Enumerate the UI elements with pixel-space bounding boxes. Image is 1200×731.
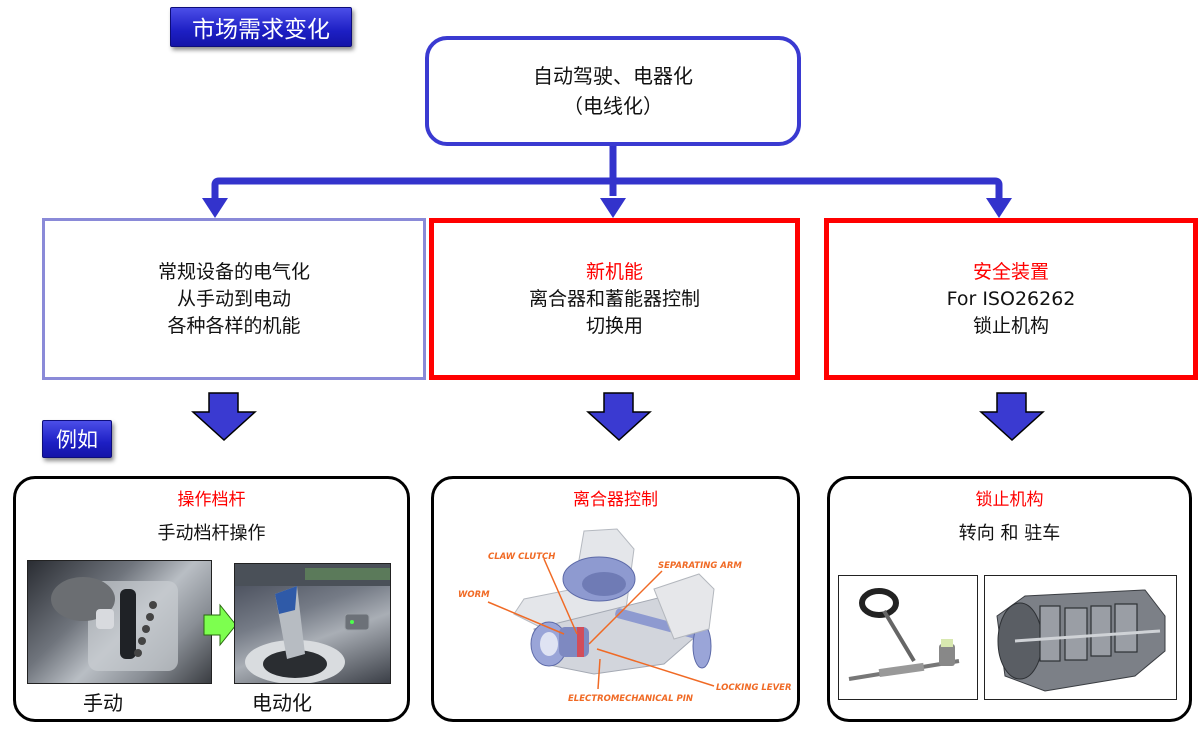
callout-electromechanical-pin: ELECTROMECHANICAL PIN xyxy=(568,694,693,704)
example-shift-lever: 操作档杆 手动档杆操作 手动 电动化 xyxy=(13,476,410,722)
example-title: 离合器控制 xyxy=(573,490,658,510)
manual-caption: 手动 xyxy=(83,691,123,715)
top-box-line2: （电线化） xyxy=(563,94,663,118)
category-line: For ISO26262 xyxy=(946,287,1076,310)
category-line: 锁止机构 xyxy=(972,314,1049,337)
transmission-illustration xyxy=(996,589,1166,692)
category-heading: 新机能 xyxy=(585,260,643,283)
category-line: 常规设备的电气化 xyxy=(157,260,310,283)
callout-locking-lever: LOCKING LEVER xyxy=(716,683,792,693)
callout-separating-arm: SEPARATING ARM xyxy=(658,561,742,571)
category-line: 切换用 xyxy=(585,314,643,337)
category-heading: 安全装置 xyxy=(972,260,1049,283)
top-box-autonomous-electrification: 自动驾驶、电器化 （电线化） xyxy=(425,36,801,146)
category-safety-device: 安全装置 For ISO26262 锁止机构 xyxy=(824,218,1198,380)
block-arrow-down-icon xyxy=(586,392,652,442)
arrow-down-icon xyxy=(600,198,626,218)
category-line: 各种各样的机能 xyxy=(167,314,301,337)
market-demand-tag: 市场需求变化 xyxy=(170,7,352,47)
block-arrow-down-icon xyxy=(191,392,257,442)
arrow-down-icon xyxy=(986,198,1012,218)
steering-system-photo xyxy=(838,575,978,700)
example-title: 锁止机构 xyxy=(975,490,1044,510)
example-title: 操作档杆 xyxy=(177,490,246,510)
transmission-photo xyxy=(984,575,1177,700)
category-conventional-electrification: 常规设备的电气化 从手动到电动 各种各样的机能 xyxy=(42,218,426,380)
arrow-down-icon xyxy=(202,198,228,218)
example-subtitle: 手动档杆操作 xyxy=(157,523,266,544)
arrow-right-icon xyxy=(203,603,237,647)
clutch-diagram: CLAW CLUTCH WORM SEPARATING ARM LOCKING … xyxy=(458,528,792,704)
example-subtitle: 转向 和 驻车 xyxy=(958,523,1061,544)
category-line: 离合器和蓄能器控制 xyxy=(528,287,700,310)
block-arrow-down-icon xyxy=(979,392,1045,442)
manual-shifter-illustration xyxy=(51,577,178,671)
category-line: 从手动到电动 xyxy=(176,287,291,310)
electric-caption: 电动化 xyxy=(252,691,312,715)
category-new-function: 新机能 离合器和蓄能器控制 切换用 xyxy=(429,218,800,380)
callout-claw-clutch: CLAW CLUTCH xyxy=(488,552,555,562)
steering-system-illustration xyxy=(848,588,960,681)
electric-shifter-illustration xyxy=(235,564,390,683)
connector-lines xyxy=(211,146,1003,200)
top-box-line1: 自动驾驶、电器化 xyxy=(533,64,693,88)
callout-worm: WORM xyxy=(458,590,490,600)
example-locking-mechanism: 锁止机构 转向 和 驻车 xyxy=(827,476,1192,722)
example-clutch-control: 离合器控制 CLAW CLUTCH WORM SEPARATING ARM LO… xyxy=(431,476,800,722)
electric-shifter-photo xyxy=(234,563,391,684)
example-tag: 例如 xyxy=(42,420,112,458)
manual-shifter-photo xyxy=(27,560,212,684)
